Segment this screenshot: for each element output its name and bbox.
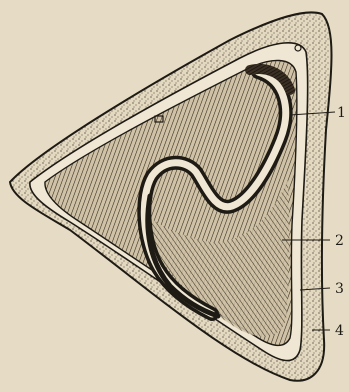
callout-label-2: 2 (335, 233, 344, 249)
callout-label-1: 1 (337, 105, 346, 121)
callout-label-3: 3 (335, 281, 344, 297)
callout-label-4: 4 (335, 323, 344, 339)
